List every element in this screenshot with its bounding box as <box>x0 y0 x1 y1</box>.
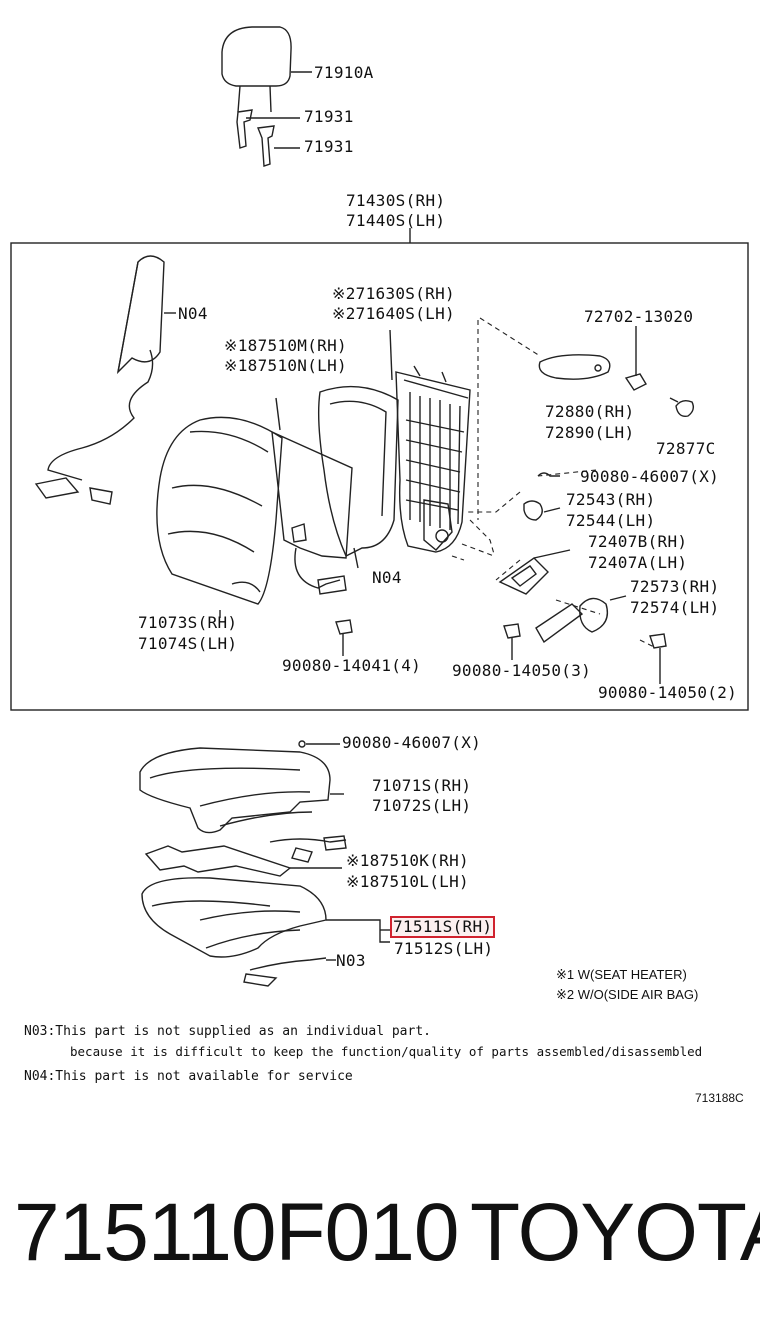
part-label-n04-airbag: N04 <box>178 304 208 323</box>
part-label-cap-72877[interactable]: 72877C <box>656 439 716 458</box>
part-label-bolt-90080-14041[interactable]: 90080-14041(4) <box>282 656 422 675</box>
back-assembly-frame-box <box>10 242 749 711</box>
part-label-spring-72573[interactable]: 72573(RH) <box>630 577 720 596</box>
mark-1: ※1 <box>224 336 248 355</box>
part-label-support-1[interactable]: 71931 <box>304 107 354 126</box>
part-label-back-cover-rh[interactable]: 71073S(RH) <box>138 613 238 632</box>
note-n03-line1: N03:This part is not supplied as an indi… <box>24 1024 431 1039</box>
mark-1: ※1 <box>346 851 370 870</box>
assembly-dashed-lines <box>451 317 657 649</box>
legend-mark-2: ※2 W/O(SIDE AIR BAG) <box>556 987 699 1002</box>
seatback-frame-drawing <box>395 365 471 553</box>
part-label-back-cover-lh[interactable]: 71074S(LH) <box>138 634 238 653</box>
headrest-drawing <box>221 26 312 113</box>
part-label-cushion-cover-rh[interactable]: 71071S(RH) <box>372 776 472 795</box>
part-label-cushion-pad-lh[interactable]: 71512S(LH) <box>394 939 494 958</box>
part-label-cushion-cover-lh[interactable]: 71072S(LH) <box>372 796 472 815</box>
note-n04: N04:This part is not available for servi… <box>24 1069 353 1084</box>
part-label-recliner-72407a[interactable]: 72407A(LH) <box>588 553 688 572</box>
right-side-parts-drawing <box>335 326 695 684</box>
mark-1: ※1 <box>224 356 248 375</box>
mark-1: ※1 <box>346 872 370 891</box>
footer-brand: TOYOTA <box>470 1187 760 1278</box>
legend-mark-1: ※1 W(SEAT HEATER) <box>556 967 687 982</box>
part-label-bolt-90080-14050-3[interactable]: 90080-14050(3) <box>452 661 592 680</box>
part-label-clip-90080-46007-bottom[interactable]: 90080-46007(X) <box>342 733 482 752</box>
part-label-back-heater-rh[interactable]: ※187510M(RH) <box>224 336 347 355</box>
part-label-knob-72544[interactable]: 72544(LH) <box>566 511 656 530</box>
part-label-cushion-heater-lh[interactable]: ※187510L(LH) <box>346 872 469 891</box>
part-label-cushion-pad-rh-highlighted[interactable]: 71511S(RH) <box>389 916 496 938</box>
part-label-knob-72543[interactable]: 72543(RH) <box>566 490 656 509</box>
part-label-cover-72890[interactable]: 72890(LH) <box>545 423 635 442</box>
note-n03-line2: because it is difficult to keep the func… <box>70 1044 703 1059</box>
part-label-back-assy-lh[interactable]: 71440S(LH) <box>346 211 446 230</box>
part-label-n03: N03 <box>336 951 366 970</box>
part-label-headrest[interactable]: 71910A <box>314 63 374 82</box>
figure-code: 713188C <box>695 1091 744 1105</box>
cushion-heater-drawing <box>144 835 347 877</box>
part-label-frame-rh[interactable]: ※271630S(RH) <box>332 284 455 303</box>
back-heater-drawing <box>271 397 353 595</box>
part-label-cushion-heater-rh[interactable]: ※187510K(RH) <box>346 851 469 870</box>
mark-2: ※2 <box>332 284 356 303</box>
footer-part-number: 715110F010 <box>14 1187 459 1278</box>
part-label-bolt-90080-14050-2[interactable]: 90080-14050(2) <box>598 683 738 702</box>
part-label-cover-72880[interactable]: 72880(RH) <box>545 402 635 421</box>
back-pad-drawing <box>317 329 399 569</box>
part-label-spring-72574[interactable]: 72574(LH) <box>630 598 720 617</box>
cushion-pad-drawing <box>141 877 390 987</box>
side-airbag-drawing <box>34 255 176 505</box>
cushion-cover-drawing <box>139 740 344 834</box>
part-label-back-assy-rh[interactable]: 71430S(RH) <box>346 191 446 210</box>
headrest-support-drawings <box>236 109 300 167</box>
part-label-n04-back: N04 <box>372 568 402 587</box>
part-label-recliner-72407b[interactable]: 72407B(RH) <box>588 532 688 551</box>
part-label-back-heater-lh[interactable]: ※187510N(LH) <box>224 356 347 375</box>
part-label-frame-lh[interactable]: ※271640S(LH) <box>332 304 455 323</box>
part-label-clip-90080-46007-top[interactable]: 90080-46007(X) <box>580 467 720 486</box>
part-label-support-2[interactable]: 71931 <box>304 137 354 156</box>
mark-2: ※2 <box>332 304 356 323</box>
part-label-screw-72702[interactable]: 72702-13020 <box>584 307 694 326</box>
back-cover-drawing <box>156 416 283 618</box>
